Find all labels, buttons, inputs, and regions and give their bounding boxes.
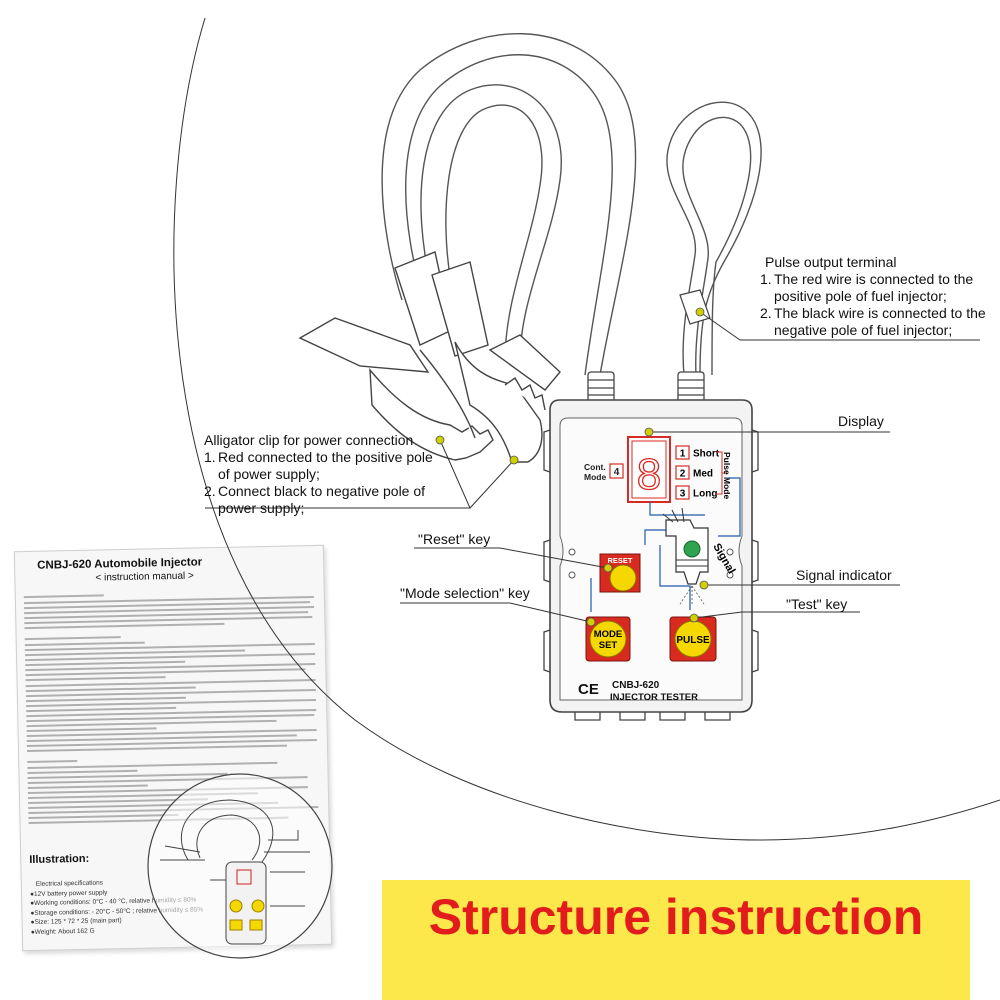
display-digit: 8: [637, 450, 661, 499]
mode-label-short: Short: [693, 449, 720, 460]
alligator-clip-red: [298, 317, 494, 461]
magnifier-circle: [173, 17, 1000, 841]
reset-label: RESET: [607, 556, 632, 565]
callout-signal-indicator: Signal indicator: [796, 567, 892, 583]
callout-mode-selection-key: "Mode selection" key: [400, 585, 530, 601]
mode-number: 3: [680, 489, 686, 500]
mode-indicator-list: 1 Short 2 Med 3 Long Pulse Mode: [675, 445, 732, 500]
cont-mode-number: 4: [614, 467, 620, 478]
callout-item: 2.The black wire is connected to the neg…: [760, 305, 986, 338]
mode-number: 1: [680, 449, 686, 460]
cont-mode-label-2: Mode: [584, 472, 606, 482]
product-label: INJECTOR TESTER: [610, 692, 698, 703]
mode-set-key[interactable]: MODE SET: [585, 616, 631, 662]
pulse-mode-label: Pulse Mode: [722, 452, 732, 500]
alligator-clip-black: [454, 334, 561, 463]
pulse-label: PULSE: [676, 635, 710, 646]
callout-item: 2.Connect black to negative pole of powe…: [204, 483, 426, 516]
callout-display: Display: [838, 413, 884, 429]
mode-label-long: Long: [693, 489, 717, 500]
mode-number: 2: [680, 469, 686, 480]
callout-alligator-clip: Alligator clip for power connection 1.Re…: [204, 432, 440, 517]
banner-title: Structure instruction: [428, 889, 924, 945]
leader-lines: [205, 311, 980, 623]
mode-set-label-1: MODE: [594, 629, 623, 640]
seven-segment-display: 8: [627, 436, 671, 503]
reset-key[interactable]: RESET: [599, 553, 641, 593]
cont-mode-label: Cont.: [584, 462, 606, 472]
pulse-output-cable: [666, 101, 762, 376]
signal-led: [683, 540, 701, 558]
mode-set-label-2: SET: [599, 640, 618, 651]
manual-mini-device: [160, 799, 310, 945]
ce-mark: CE: [578, 681, 599, 698]
model-label: CNBJ-620: [612, 680, 660, 691]
cont-mode-box: [609, 463, 624, 479]
callout-title: Pulse output terminal: [765, 254, 897, 270]
callout-item: 1.Red connected to the positive pole of …: [204, 449, 433, 482]
pulse-test-key[interactable]: PULSE: [669, 616, 717, 662]
strain-reliefs: [587, 371, 705, 403]
callout-test-key: "Test" key: [786, 596, 848, 612]
callout-item: 1.The red wire is connected to the posit…: [760, 271, 974, 304]
title-banner: Structure instruction: [382, 880, 970, 1000]
callout-title: Alligator clip for power connection: [204, 432, 414, 448]
mode-label-med: Med: [693, 469, 713, 480]
callout-pulse-output-terminal: Pulse output terminal 1.The red wire is …: [760, 254, 990, 339]
power-cables: [381, 33, 637, 376]
callout-reset-key: "Reset" key: [418, 531, 491, 547]
leader-dots: [435, 307, 709, 627]
